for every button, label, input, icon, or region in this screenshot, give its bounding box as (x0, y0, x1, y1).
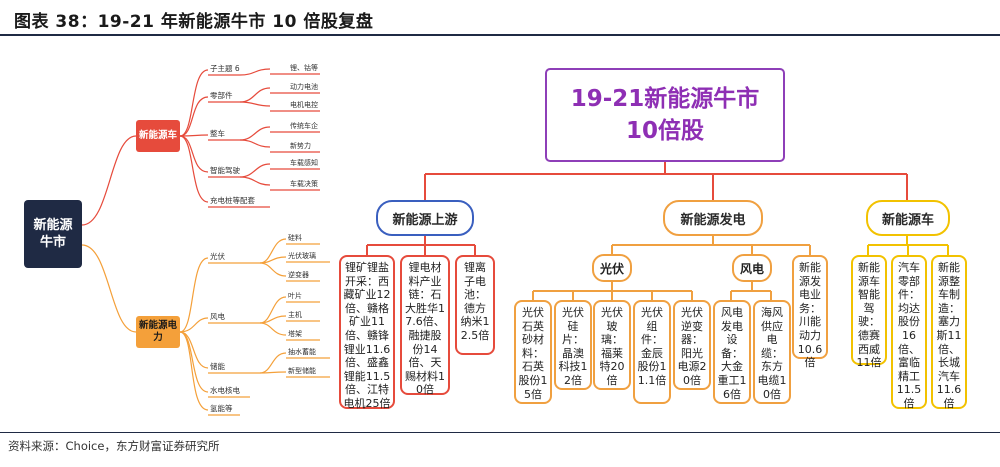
leaf-lithium-mining: 锂矿锂盐开采：西藏矿业12倍、赣格矿业11倍、赣锋锂业11.6倍、盛鑫锂能11.… (339, 255, 395, 410)
chart-root-box: 19-21新能源牛市 10倍股 (545, 68, 785, 162)
leaf-pv-wafer: 光伏硅片：晶澳科技12倍 (554, 300, 592, 390)
source-note: 资料来源：Choice，东方财富证券研究所 (8, 439, 220, 453)
chart-root-line1: 19-21新能源牛市 (570, 86, 760, 112)
subcategory-wind: 风电 (732, 254, 772, 282)
mindmap-leaf: 塔架 (288, 330, 302, 338)
leaf-battery-materials: 锂电材料产业链：石大胜华17.6倍、融捷股份14倍、天赐材料10倍 (400, 255, 450, 396)
leaf-auto-parts: 汽车零部件：均达股份16倍、富临精工11.5倍 (891, 255, 927, 410)
mindmap-node: 水电核电 (210, 386, 240, 395)
leaf-pv-module: 光伏组件：金辰股份11.1倍 (633, 300, 671, 404)
category-upstream: 新能源上游 (376, 200, 474, 236)
leaf-offshore-cable: 海风供应电缆：东方电缆10倍 (753, 300, 791, 404)
mindmap-leaf: 车载感知 (290, 159, 318, 167)
chart-root-line2: 10倍股 (625, 118, 704, 144)
leaf-pv-glass: 光伏玻璃：福莱特20倍 (593, 300, 631, 390)
mindmap-node: 整车 (210, 129, 225, 138)
mindmap-node: 智能驾驶 (210, 166, 240, 175)
leaf-power-business: 新能源发电业务：川能动力10.6倍 (792, 255, 828, 369)
subcategory-pv: 光伏 (592, 254, 632, 282)
leaf-li-ion-battery: 锂离子电池：德方纳米12.5倍 (455, 255, 495, 355)
leaf-pv-quartz: 光伏石英砂材料：石英股份15倍 (514, 300, 552, 404)
mindmap-leaf: 传统车企 (290, 122, 318, 130)
leaf-pv-inverter: 光伏逆变器：阳光电源20倍 (673, 300, 711, 390)
mindmap-leaf: 动力电池 (290, 83, 318, 91)
mindmap-node: 储能 (210, 362, 225, 371)
leaf-vehicle-maker: 新能源整车制造：塞力斯11倍、长城汽车11.6倍 (931, 255, 967, 410)
mindmap-leaf: 新势力 (290, 142, 311, 150)
footer-divider (0, 432, 1000, 433)
mindmap-root: 新能源牛市 (24, 200, 82, 268)
mindmap-connectors (81, 68, 330, 416)
mindmap-branch-ev: 新能源车 (136, 120, 180, 152)
mindmap-leaf: 叶片 (288, 292, 302, 300)
mindmap-node: 子主题 6 (210, 64, 240, 73)
mindmap-leaf: 新型储能 (288, 367, 316, 375)
mindmap-leaf: 车载决策 (290, 180, 318, 188)
mindmap-node: 充电桩等配套 (210, 196, 255, 205)
category-ev: 新能源车 (866, 200, 950, 236)
mindmap-node: 氢能等 (210, 404, 233, 413)
mindmap-node: 零部件 (210, 91, 233, 100)
mindmap-leaf: 主机 (288, 311, 302, 319)
mindmap-leaf: 逆变器 (288, 271, 309, 279)
title-bar (0, 0, 1000, 36)
leaf-wind-equipment: 风电发电设备：大金重工16倍 (713, 300, 751, 404)
mindmap-leaf: 锂、钴等 (290, 64, 318, 72)
mindmap-node: 光伏 (210, 252, 225, 261)
mindmap-leaf: 抽水蓄能 (288, 348, 316, 356)
mindmap-leaf: 电机电控 (290, 101, 318, 109)
chart-connectors (366, 162, 949, 300)
mindmap-leaf: 硅料 (288, 234, 302, 242)
leaf-smart-driving: 新能源车智能驾驶：德赛西威11倍 (851, 255, 887, 369)
mindmap-node: 风电 (210, 312, 225, 321)
figure-title: 图表 38：19-21 年新能源牛市 10 倍股复盘 (14, 12, 374, 32)
mindmap-leaf: 光伏玻璃 (288, 252, 316, 260)
mindmap-branch-power: 新能源电力 (136, 316, 180, 348)
category-power: 新能源发电 (663, 200, 763, 236)
